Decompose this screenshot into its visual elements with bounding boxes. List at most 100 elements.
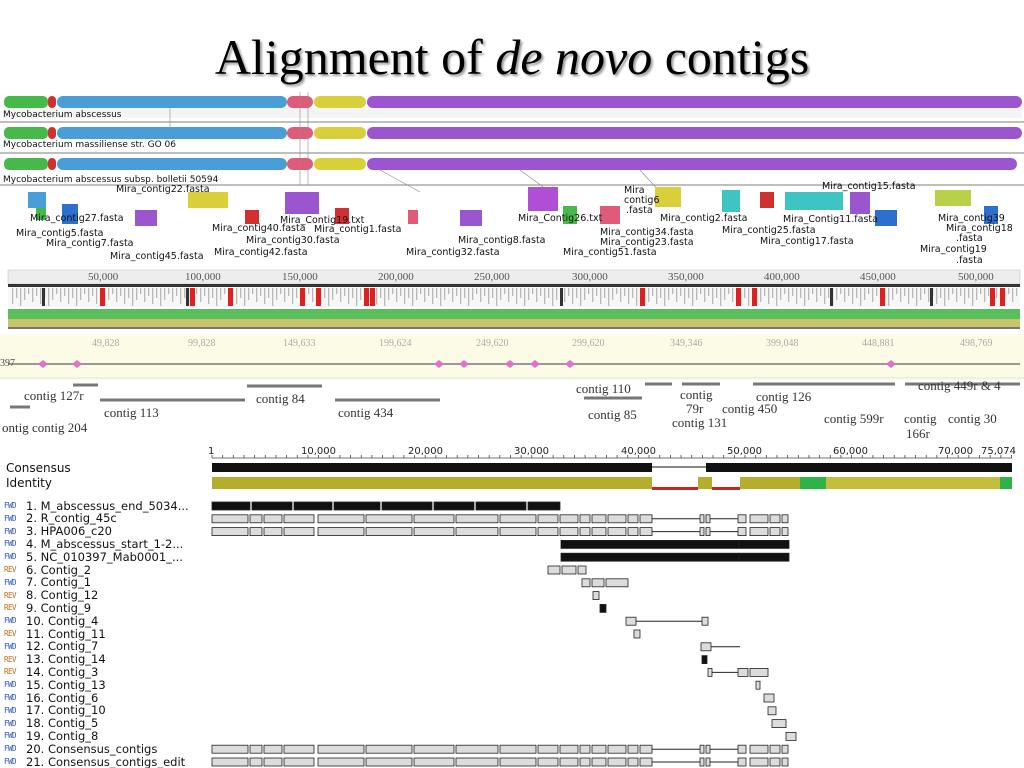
genome-label-1: Mycobacterium abscessus: [3, 110, 122, 120]
genome-row-2-blocks: [4, 127, 1022, 139]
track-name: 12. Contig_7: [26, 639, 99, 654]
forward-direction-icon: FWD: [4, 693, 17, 702]
mauve-blocks: [0, 92, 1024, 268]
coverage-tick: 450,000: [860, 271, 896, 283]
contig-map-label: contig 110: [576, 381, 631, 396]
forward-direction-icon: FWD: [4, 680, 17, 690]
contig-label: .fasta: [956, 233, 983, 244]
genome-row-3-blocks: [4, 158, 1017, 170]
contig-label: Mira_contig8.fasta: [458, 235, 546, 246]
contig-map-tick: 299,620: [572, 338, 605, 349]
contig-label: Mira_Contig11.fasta: [783, 214, 878, 225]
contig-label: Mira_contig32.fasta: [406, 247, 500, 258]
track-row[interactable]: FWD 16. Contig_6: [4, 690, 99, 705]
coverage-tick: 500,000: [958, 271, 994, 283]
contig-label: Mira_contig40.fasta: [212, 223, 306, 234]
contig-label: Mira_contig34.fasta: [600, 227, 694, 238]
forward-direction-icon: FWD: [4, 757, 17, 766]
contig-label: Mira_Contig19.txt: [280, 215, 365, 226]
track-row[interactable]: REV 6. Contig_2: [4, 562, 92, 577]
contig-label: Mira_contig25.fasta: [722, 225, 816, 236]
coverage-panel: 50,000 100,000 150,000 200,000 250,000 3…: [0, 268, 1024, 338]
contig-map-label: 79r: [686, 401, 704, 416]
contig-map-label: contig 127r: [24, 388, 84, 403]
contig-map-tick: 448,881: [862, 338, 895, 349]
forward-direction-icon: FWD: [4, 552, 17, 562]
reverse-direction-icon: REV: [4, 667, 17, 677]
contig-map-label: contig 30: [948, 411, 997, 426]
contig-markers: [38, 360, 896, 368]
track-name: 16. Contig_6: [26, 690, 99, 705]
contig-label: contig6: [624, 195, 660, 206]
track-name: 10. Contig_4: [26, 613, 99, 628]
ruler-tick: 40,000: [621, 446, 656, 457]
contig-label: Mira_contig1.fasta: [314, 224, 402, 235]
coverage-tick: 250,000: [474, 271, 510, 283]
track-name: 6. Contig_2: [26, 562, 92, 577]
contig-label: Mira_contig45.fasta: [110, 251, 204, 262]
contig-map-label: contig: [680, 387, 713, 402]
contig-label: .fasta: [626, 205, 653, 216]
forward-direction-icon: FWD: [4, 731, 17, 741]
reverse-direction-icon: REV: [4, 565, 17, 574]
forward-direction-icon: FWD: [4, 744, 17, 754]
genome-label-3: Mycobacterium abscessus subsp. bolletii …: [3, 175, 219, 185]
contig-label: Mira_contig2.fasta: [660, 213, 748, 224]
title-italic: de novo: [495, 29, 653, 85]
contig-label: Mira_contig19: [920, 244, 987, 255]
ruler-tick: 75,074: [981, 446, 1016, 457]
contig-label: Mira_contig17.fasta: [760, 236, 854, 247]
contig-label: Mira_contig15.fasta: [822, 181, 916, 192]
track-row[interactable]: FWD 17. Contig_10: [4, 703, 106, 718]
coverage-tick: 300,000: [572, 271, 608, 283]
track-name: 17. Contig_10: [26, 703, 106, 718]
track-name: 14. Contig_3: [26, 664, 99, 679]
ruler-tick: 30,000: [514, 446, 549, 457]
track-name: 8. Contig_12: [26, 588, 99, 603]
identity-label: Identity: [6, 476, 52, 490]
reverse-direction-icon: REV: [4, 603, 17, 613]
contig-map-tick: 149,633: [283, 338, 316, 349]
contig-label: Mira_Contig26.txt: [518, 213, 603, 224]
track-name: 13. Contig_14: [26, 652, 106, 667]
contig-map-label: contig 434: [338, 405, 394, 420]
contig-map-label: contig: [904, 411, 937, 426]
track-row[interactable]: REV 9. Contig_9: [4, 600, 92, 615]
track-name: 3. HPA006_c20: [26, 524, 112, 539]
track-row[interactable]: REV 14. Contig_3: [4, 664, 99, 679]
sequence-tracks: [211, 501, 797, 767]
ruler-tick: 20,000: [408, 446, 443, 457]
track-name: 9. Contig_9: [26, 600, 92, 615]
forward-direction-icon: FWD: [4, 501, 17, 510]
contig-map-tick: 399,048: [766, 338, 799, 349]
contig-map-label: contig 449r & 4: [918, 378, 1001, 393]
contig-label: Mira_contig23.fasta: [600, 237, 694, 248]
slide-title: Alignment of de novo contigs: [0, 28, 1024, 86]
track-name: 2. R_contig_45c: [26, 511, 117, 526]
forward-direction-icon: FWD: [4, 705, 17, 715]
contig-map-tick: 498,769: [960, 338, 993, 349]
contig-segments: [10, 382, 1020, 409]
coverage-tick: 400,000: [764, 271, 800, 283]
identity-bar: [212, 477, 1012, 490]
consensus-bar: [212, 463, 1012, 472]
contig-label: Mira_contig39: [938, 213, 1005, 224]
track-name: 18. Contig_5: [26, 716, 99, 731]
contig-map-tick: 49,828: [92, 338, 120, 349]
